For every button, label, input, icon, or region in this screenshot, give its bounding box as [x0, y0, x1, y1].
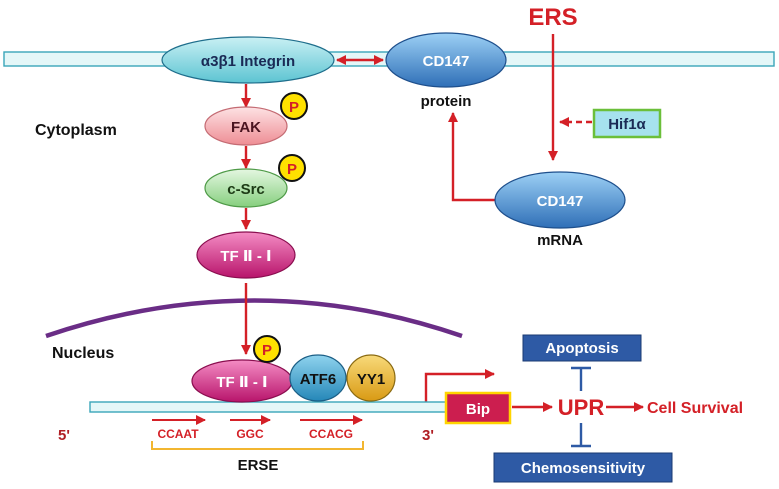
csrc-phospho-badge: P	[278, 154, 306, 182]
svg-text:CD147: CD147	[537, 193, 584, 210]
mrna-label: mRNA	[537, 232, 583, 249]
cell-survival-label: Cell Survival	[647, 400, 743, 417]
svg-text:YY1: YY1	[357, 371, 385, 388]
ccacg-label: CCACG	[309, 427, 353, 441]
tf2i-cytoplasm-node: TF Ⅱ - Ⅰ	[196, 231, 296, 279]
fak-node: FAK	[204, 106, 288, 146]
ccaat-label: CCAAT	[157, 427, 199, 441]
svg-text:TF Ⅱ - Ⅰ: TF Ⅱ - Ⅰ	[216, 374, 267, 391]
erse-bracket	[151, 441, 364, 450]
fak-phospho-badge: P	[280, 92, 308, 120]
transcription-start-arrow	[424, 368, 496, 402]
apoptosis-box: Apoptosis	[522, 334, 642, 362]
csrc-node: c-Src	[204, 168, 288, 208]
translation-arrow	[447, 111, 497, 202]
cd147-mrna-node: CD147	[494, 171, 626, 229]
integrin-node: α3β1 Integrin	[161, 36, 335, 84]
svg-text:Apoptosis: Apoptosis	[545, 340, 618, 357]
five-prime-label: 5'	[58, 427, 70, 444]
svg-text:Bip: Bip	[466, 401, 490, 418]
ggc-label: GGC	[236, 427, 264, 441]
tf2i-nuclear-node: TF Ⅱ - Ⅰ	[191, 359, 293, 403]
nucleus-label: Nucleus	[52, 345, 114, 362]
svg-text:Hif1α: Hif1α	[608, 116, 646, 133]
svg-text:P: P	[289, 99, 299, 116]
protein-label: protein	[421, 93, 472, 110]
svg-text:CD147: CD147	[423, 53, 470, 70]
atf6-node: ATF6	[289, 354, 347, 402]
bip-node: Bip	[444, 391, 512, 425]
svg-text:P: P	[262, 342, 272, 359]
svg-text:α3β1 Integrin: α3β1 Integrin	[201, 53, 295, 70]
svg-text:P: P	[287, 161, 297, 178]
erse-label: ERSE	[238, 457, 279, 474]
svg-text:TF Ⅱ - Ⅰ: TF Ⅱ - Ⅰ	[220, 248, 271, 265]
tf2i-phospho-badge: P	[253, 335, 281, 363]
svg-text:c-Src: c-Src	[227, 181, 265, 198]
three-prime-label: 3'	[422, 427, 434, 444]
cd147-protein-node: CD147	[385, 32, 507, 88]
chemosensitivity-box: Chemosensitivity	[493, 452, 673, 483]
svg-text:FAK: FAK	[231, 119, 261, 136]
hif1a-node: Hif1α	[592, 108, 662, 139]
nuclear-envelope-arc	[45, 298, 463, 339]
svg-text:ATF6: ATF6	[300, 371, 336, 388]
dna-strand	[89, 401, 485, 413]
cytoplasm-label: Cytoplasm	[35, 122, 117, 139]
upr-label: UPR	[558, 395, 605, 420]
ers-label: ERS	[528, 4, 577, 31]
svg-text:Chemosensitivity: Chemosensitivity	[521, 460, 646, 477]
yy1-node: YY1	[346, 354, 396, 402]
